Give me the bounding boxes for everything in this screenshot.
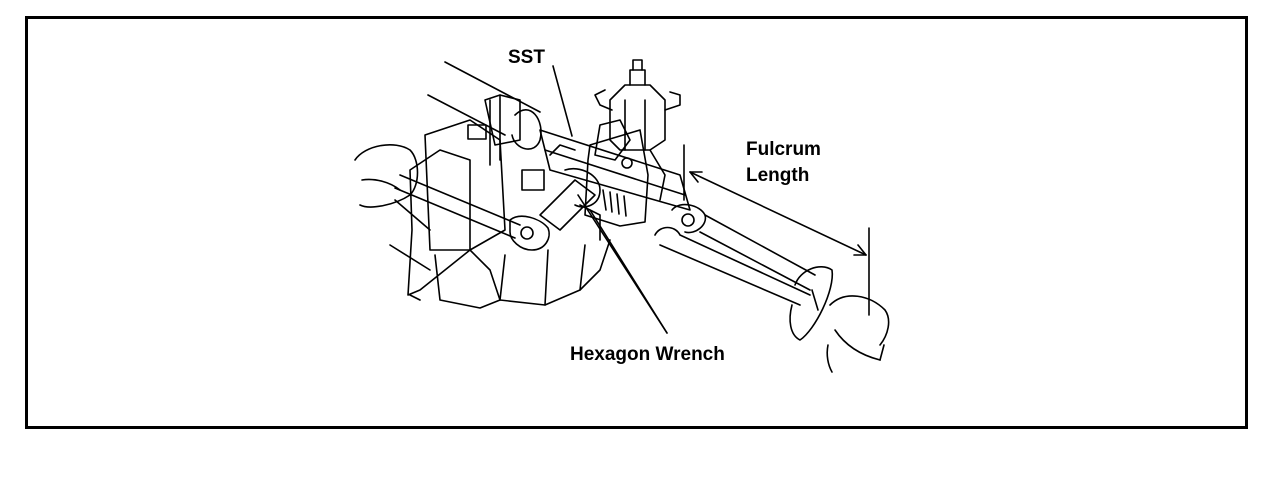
figure-frame <box>25 16 1248 429</box>
extension-rod <box>394 174 550 251</box>
left-hand <box>354 144 419 208</box>
sst-label: SST <box>508 47 545 68</box>
leader-lines <box>552 65 668 334</box>
length-label: Length <box>746 165 810 186</box>
right-hand <box>826 295 890 373</box>
fulcrum-label: Fulcrum <box>746 139 821 160</box>
hexagon-wrench-label: Hexagon Wrench <box>570 344 725 365</box>
fulcrum-dimension <box>683 144 870 316</box>
sst-tool <box>539 129 691 227</box>
torque-wrench <box>654 203 834 341</box>
gear-housing <box>389 61 611 309</box>
valve-body <box>594 59 681 201</box>
